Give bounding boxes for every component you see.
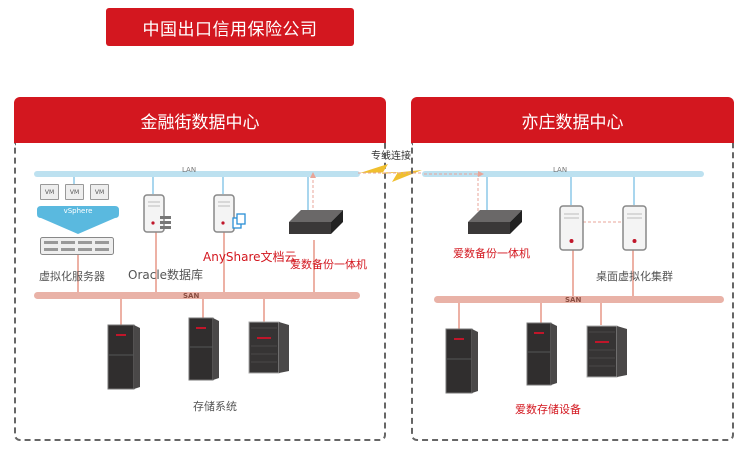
- storage-rack-icon: [107, 324, 140, 390]
- vdi-server-icon: [559, 205, 584, 251]
- right-backup-dashed-link: [477, 173, 479, 217]
- right-storage-label: 爱数存储设备: [515, 403, 581, 416]
- right-dc-boundary: [411, 143, 734, 441]
- left-san-bus: [34, 292, 360, 299]
- lan-link-vdi-1: [570, 177, 572, 205]
- vsphere-label: vSphere: [63, 207, 93, 215]
- right-backup-label: 爱数备份一体机: [453, 247, 530, 260]
- san-link-anyshare: [223, 232, 225, 292]
- vm-box: VM: [65, 184, 84, 200]
- host-server-icon: [40, 237, 114, 255]
- right-san-bus: [434, 296, 724, 303]
- anyshare-server-icon: [213, 194, 246, 233]
- left-backup-appliance-icon: [289, 210, 343, 234]
- san-link-storage-3: [263, 299, 265, 322]
- lan-link-anyshare: [222, 177, 224, 194]
- virtual-servers-label: 虚拟化服务器: [39, 270, 105, 283]
- san-link-right-storage-2: [540, 303, 542, 323]
- left-lan-bus: [34, 171, 360, 177]
- dedicated-link-label: 专线连接: [371, 151, 411, 162]
- left-san-label: SAN: [183, 292, 200, 300]
- storage-rack-icon: [586, 325, 627, 378]
- replication-arrow: [424, 171, 484, 177]
- vsphere-hypervisor-icon: [37, 206, 119, 234]
- vm-box: VM: [40, 184, 59, 200]
- oracle-label: Oracle数据库: [128, 268, 204, 282]
- lan-link-backup: [307, 177, 309, 217]
- left-dc-header: 金融街数据中心: [14, 97, 386, 143]
- company-title: 中国出口信用保险公司: [106, 8, 354, 46]
- san-link-backup: [313, 240, 315, 292]
- san-link-vdi-2: [632, 250, 634, 296]
- san-link-oracle: [155, 232, 157, 292]
- left-lan-label: LAN: [182, 166, 197, 174]
- storage-rack-icon: [248, 321, 289, 374]
- vm-box: VM: [90, 184, 109, 200]
- vm-group: VM VM VM: [40, 184, 109, 200]
- san-link-storage-1: [120, 299, 122, 325]
- vdi-cluster-label: 桌面虚拟化集群: [596, 270, 673, 283]
- left-storage-label: 存储系统: [193, 400, 237, 413]
- oracle-server-icon: [143, 194, 171, 233]
- lightning-link-icon: [358, 164, 424, 182]
- lan-link-vdi-2: [633, 177, 635, 205]
- vdi-server-icon: [622, 205, 647, 251]
- left-dc-boundary: [14, 143, 386, 441]
- right-backup-appliance-icon: [468, 210, 522, 234]
- right-dc-header: 亦庄数据中心: [411, 97, 734, 143]
- storage-rack-icon: [445, 328, 478, 394]
- left-backup-label: 爱数备份一体机: [290, 258, 367, 271]
- lan-link-oracle: [152, 177, 154, 194]
- san-link-right-storage-1: [458, 303, 460, 329]
- anyshare-label: AnyShare文档云: [203, 250, 297, 264]
- san-link-vdi-1: [572, 250, 574, 296]
- lan-link-vsphere: [73, 177, 75, 186]
- right-lan-bus: [422, 171, 704, 177]
- storage-rack-icon: [526, 322, 557, 386]
- storage-rack-icon: [188, 317, 219, 381]
- vdi-cluster-link: [583, 221, 623, 223]
- right-lan-label: LAN: [553, 166, 568, 174]
- right-san-label: SAN: [565, 296, 582, 304]
- san-link-right-storage-3: [600, 303, 602, 325]
- san-link-storage-2: [202, 299, 204, 318]
- lan-link-right-backup: [486, 177, 488, 217]
- san-link-virtual-servers: [77, 255, 79, 292]
